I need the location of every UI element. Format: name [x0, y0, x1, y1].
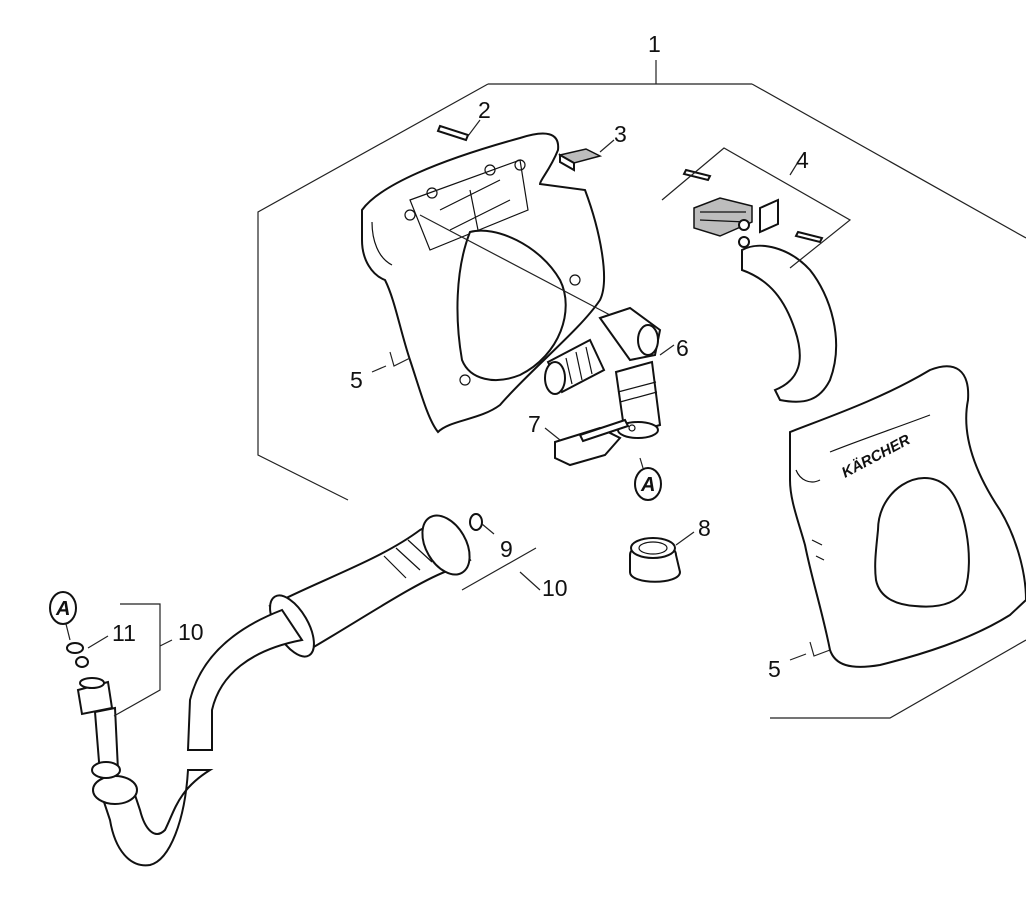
part-3-clip — [557, 139, 615, 172]
callout-10-right: 10 — [542, 575, 568, 601]
callout-1: 1 — [648, 31, 661, 57]
callout-3: 3 — [614, 121, 627, 147]
callout-10-left: 10 — [178, 619, 204, 645]
ref-a-upper-text: A — [640, 474, 655, 496]
part-2-screw — [436, 119, 481, 142]
part-7-pin — [544, 418, 630, 467]
ref-a-lower: A — [49, 591, 77, 641]
callout-5-right: 5 — [768, 656, 781, 682]
assembly-bracket-1 — [257, 60, 1026, 719]
left-housing-half — [361, 132, 611, 434]
callout-9: 9 — [500, 536, 513, 562]
callout-4: 4 — [796, 147, 809, 173]
part-8-nut — [629, 531, 695, 583]
callout-2: 2 — [478, 97, 491, 123]
part-6-swivel — [544, 306, 675, 439]
callout-11: 11 — [112, 620, 136, 646]
part-4-trigger — [661, 147, 852, 403]
part-5-marker-right — [789, 641, 831, 661]
callout-5-left: 5 — [350, 367, 363, 393]
part-9-oring — [469, 513, 495, 535]
ref-a-upper: A — [634, 457, 662, 501]
part-11-rings — [66, 603, 173, 717]
part-10-hose-assembly — [76, 514, 541, 867]
callout-8: 8 — [698, 515, 711, 541]
callout-6: 6 — [676, 335, 689, 361]
callout-7: 7 — [528, 411, 541, 437]
right-housing-half — [789, 365, 1026, 668]
ref-a-lower-text: A — [55, 598, 70, 620]
part-5-marker-left — [371, 351, 411, 373]
